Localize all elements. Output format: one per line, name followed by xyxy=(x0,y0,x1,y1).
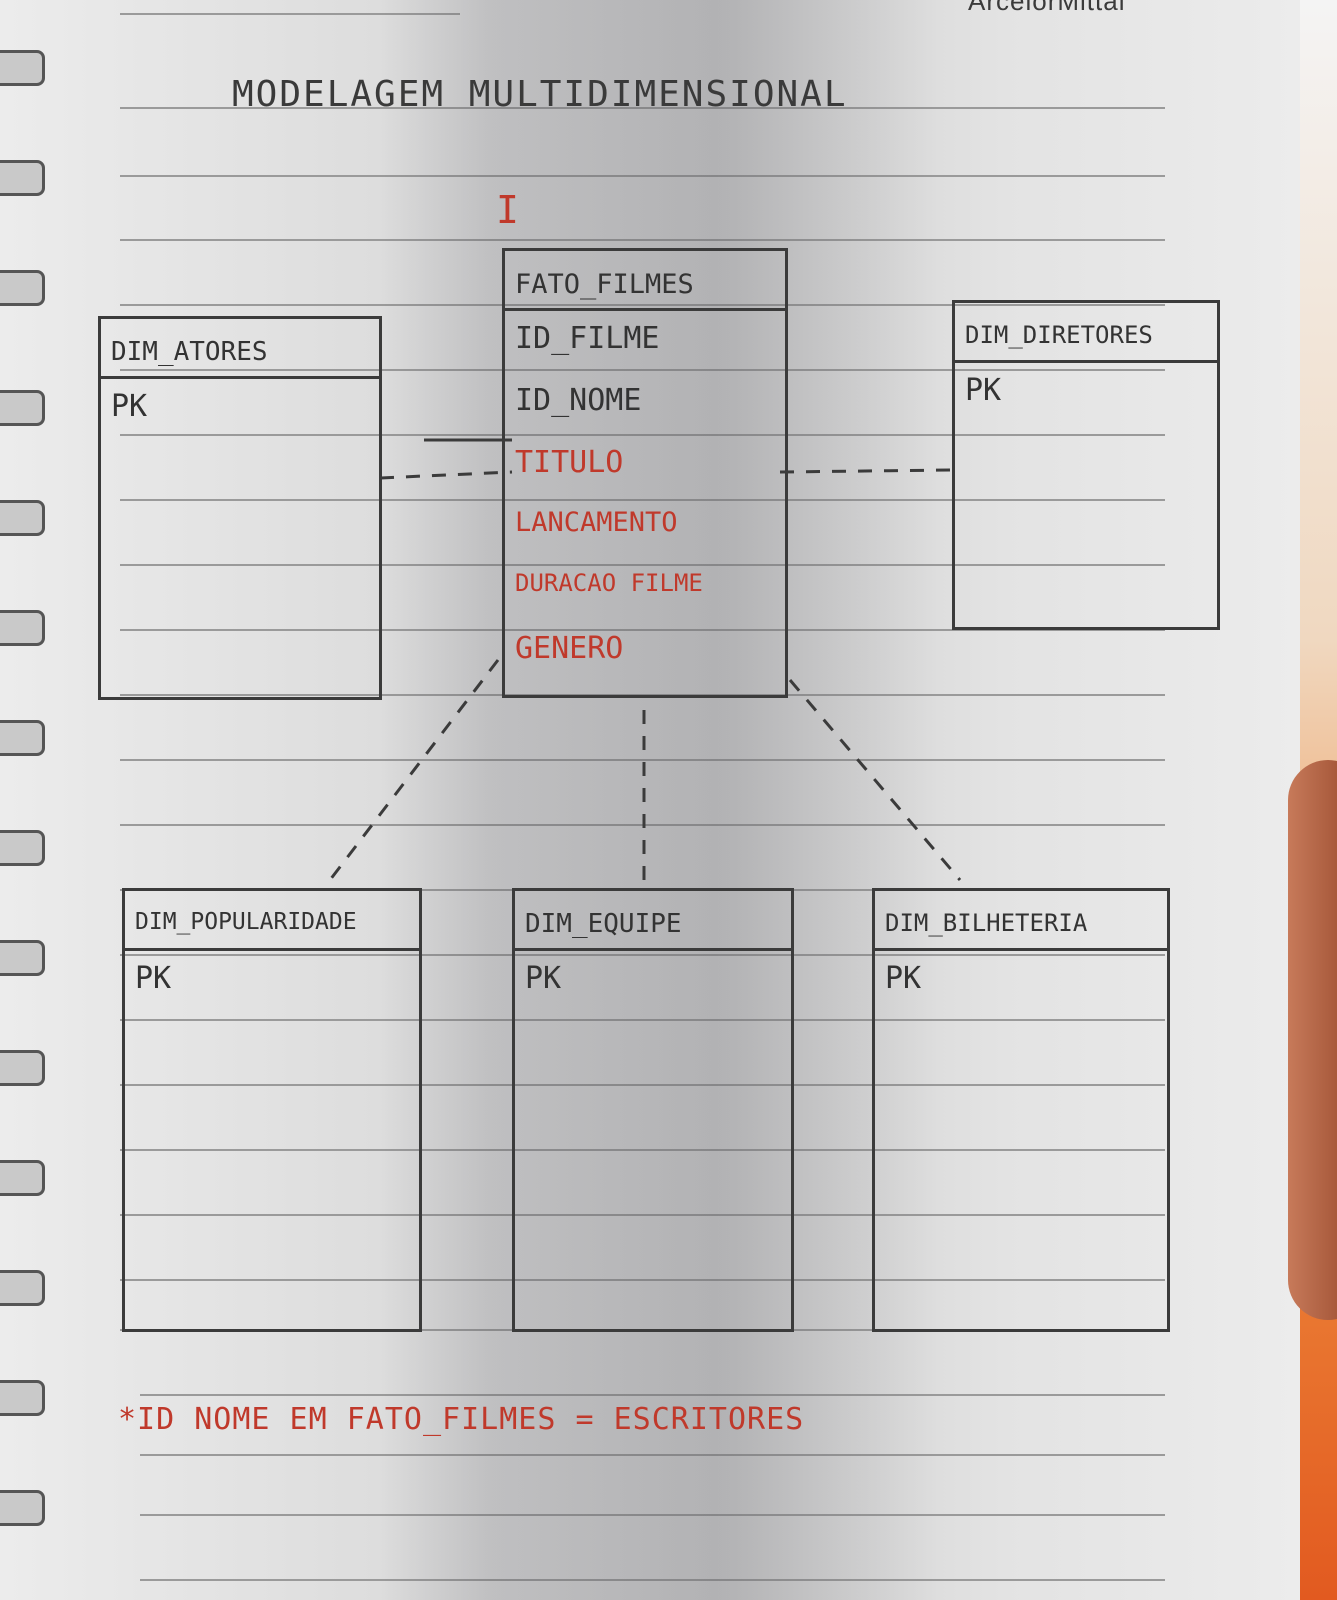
spiral-ring xyxy=(0,1380,45,1416)
field-lancamento: LANCAMENTO xyxy=(515,507,678,538)
spiral-ring xyxy=(0,390,45,426)
link-diretores xyxy=(779,468,953,474)
link-bilheteria xyxy=(788,679,962,881)
spiral-ring xyxy=(0,940,45,976)
spiral-ring xyxy=(0,270,45,306)
spiral-ring xyxy=(0,1050,45,1086)
dim-table-diretores: DIM_DIRETORES PK xyxy=(952,300,1220,630)
spiral-ring xyxy=(0,160,45,196)
finger xyxy=(1288,760,1337,1320)
page-title: MODELAGEM MULTIDIMENSIONAL xyxy=(232,74,848,115)
spiral-ring xyxy=(0,1270,45,1306)
link-atores xyxy=(379,470,513,480)
field-duracao-filme: DURACAO FILME xyxy=(515,569,703,597)
field-id-nome: ID_NOME xyxy=(515,383,642,418)
pk-field: PK xyxy=(135,961,172,996)
table-header: DIM_POPULARIDADE xyxy=(125,891,419,951)
fact-table-fato-filmes: FATO_FILMES ID_FILME ID_NOME TITULO LANC… xyxy=(502,248,788,698)
pk-field: PK xyxy=(111,389,148,424)
dim-table-popularidade: DIM_POPULARIDADE PK xyxy=(122,888,422,1332)
footnote: *ID NOME EM FATO_FILMES = ESCRITORES xyxy=(118,1402,805,1437)
dim-table-equipe: DIM_EQUIPE PK xyxy=(512,888,794,1332)
table-header: DIM_BILHETERIA xyxy=(875,891,1167,951)
spiral-ring xyxy=(0,50,45,86)
spiral-ring xyxy=(0,830,45,866)
field-genero: GENERO xyxy=(515,631,624,666)
pk-field: PK xyxy=(525,961,562,996)
spiral-ring xyxy=(0,1160,45,1196)
link-popularidade xyxy=(328,659,500,881)
pk-field: PK xyxy=(885,961,922,996)
spiral-ring xyxy=(0,720,45,756)
pk-field: PK xyxy=(965,373,1002,408)
spiral-ring xyxy=(0,610,45,646)
field-titulo: TITULO xyxy=(515,445,624,480)
table-header: FATO_FILMES xyxy=(505,251,785,311)
table-header: DIM_DIRETORES xyxy=(955,303,1217,363)
table-header: DIM_EQUIPE xyxy=(515,891,791,951)
red-i-marker: I xyxy=(496,188,519,232)
field-id-filme: ID_FILME xyxy=(515,321,660,356)
spiral-ring xyxy=(0,500,45,536)
table-header: DIM_ATORES xyxy=(101,319,379,379)
dim-table-bilheteria: DIM_BILHETERIA PK xyxy=(872,888,1170,1332)
spiral-ring xyxy=(0,1490,45,1526)
dim-table-atores: DIM_ATORES PK xyxy=(98,316,382,700)
brand-logo-text: ArcelorMittal xyxy=(968,0,1126,16)
